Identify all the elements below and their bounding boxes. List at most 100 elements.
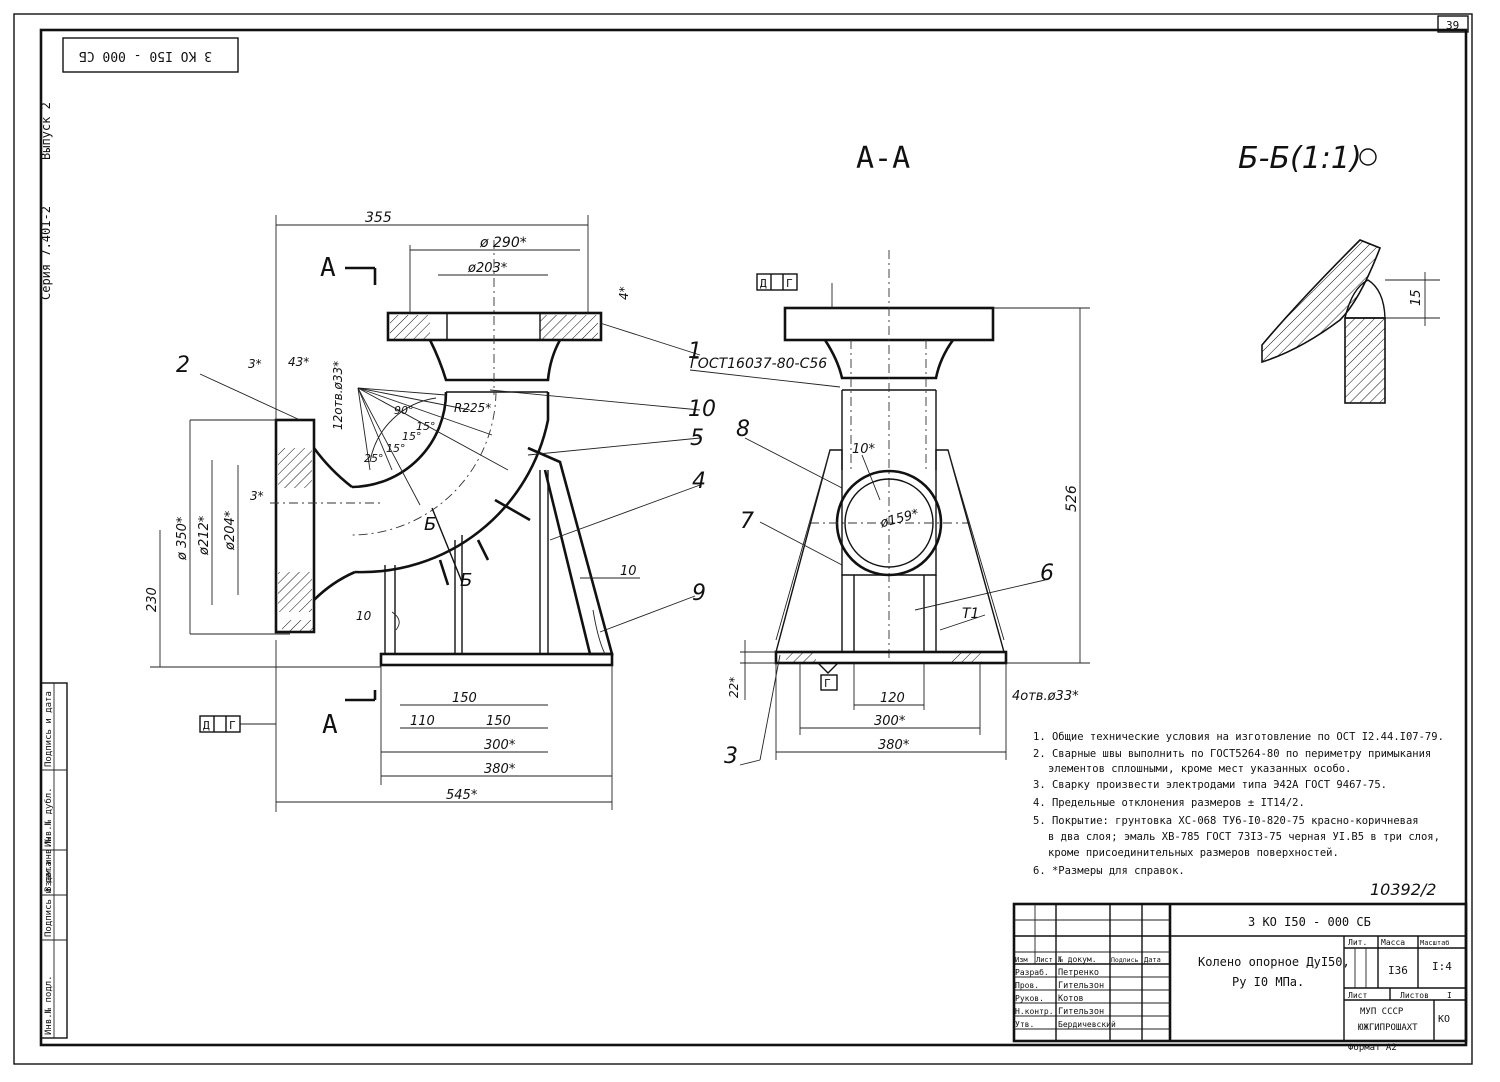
tb-scale-value: I:4 — [1432, 960, 1452, 973]
front-base-plate — [379, 652, 614, 667]
tb-sheet-label: Лист — [1348, 991, 1367, 1000]
note-6: 6. *Размеры для справок. — [1033, 865, 1185, 877]
tb-person-5: Бердичевский — [1058, 1020, 1116, 1029]
dim-350: ø 350* — [175, 516, 190, 561]
inner-frame — [39, 28, 1468, 1047]
tb-mass-label: Масса — [1381, 938, 1405, 947]
tb-header-izm: Изм — [1015, 956, 1028, 964]
strip-label-5: Подпись и дата — [44, 691, 54, 767]
dim-150b: 150 — [486, 714, 511, 729]
callout-10a: 10 — [688, 397, 716, 422]
callout-8: 8 — [736, 417, 750, 442]
note-5: 5. Покрытие: грунтовка ХС-068 ТУ6-I0-820… — [1033, 815, 1419, 827]
dim-212: ø212* — [197, 515, 212, 556]
dim-545: 545* — [446, 788, 478, 803]
callout-7: 7 — [740, 509, 754, 534]
angle-15b: 15° — [402, 430, 422, 443]
svg-text:Г: Г — [229, 719, 236, 732]
tb-role-4: Н.контр. — [1015, 1007, 1054, 1016]
angle-15c: 15° — [416, 420, 436, 433]
issue-label: Выпуск 2 — [39, 102, 53, 160]
side-dim-300: 300* — [874, 714, 906, 729]
callout-6: 6 — [1040, 561, 1054, 586]
gost-weld-label: ГОСТ16037-80-С56 — [690, 356, 827, 372]
side-dim-holes4: 4отв.ø33* — [1012, 689, 1079, 704]
tb-scale-label: Масштаб — [1420, 939, 1450, 947]
dim-4: 4* — [617, 286, 631, 300]
weld-all-around-icon — [1359, 148, 1377, 166]
cut-mark-b2: Б — [460, 570, 472, 591]
technical-notes: 1. Общие технические условия на изготовл… — [1033, 731, 1444, 877]
callout-9: 9 — [692, 581, 706, 606]
dim-204: ø204* — [223, 510, 238, 551]
section-bb-title: Б-Б(1:1) — [1238, 141, 1362, 176]
side-dim-t1: T1 — [962, 606, 979, 622]
tb-header-sign: Подпись — [1111, 956, 1138, 964]
note-2: 2. Сварные швы выполнить по ГОСТ5264-80 … — [1033, 748, 1431, 760]
section-bb-detail — [1261, 239, 1440, 404]
tb-name-1: Колено опорное ДуI50, — [1198, 955, 1350, 969]
note-4: 4. Предельные отклонения размеров ± IT14… — [1033, 797, 1305, 809]
outer-border — [13, 13, 1473, 1065]
title-block — [1012, 902, 1468, 1043]
svg-text:Д: Д — [203, 719, 210, 732]
top-flange — [386, 311, 603, 342]
callout-5: 5 — [690, 426, 704, 451]
side-dim-120: 120 — [880, 691, 905, 706]
note-5b: в два слоя; эмаль ХВ-785 ГОСТ 73I3-75 че… — [1048, 831, 1440, 843]
front-leaders — [199, 322, 701, 633]
tb-header-date: Дата — [1144, 956, 1161, 964]
tb-role-2: Пров. — [1015, 981, 1039, 990]
dim-380: 380* — [484, 762, 516, 777]
side-view — [774, 250, 1008, 665]
cut-mark-top: А — [320, 253, 336, 283]
strip-label-2: Подпись и дата — [44, 861, 54, 937]
cut-mark-b1: Б — [424, 514, 436, 535]
note-1: 1. Общие технические условия на изготовл… — [1033, 731, 1444, 743]
archive-strip: Инв.№ подл. Подпись и дата Взам.инв.№ Ин… — [40, 682, 68, 1039]
svg-text:Г: Г — [824, 677, 831, 690]
datum-frame-front: Д Г — [199, 715, 241, 733]
tb-person-4: Гительзон — [1058, 1007, 1104, 1017]
dim-110: 110 — [410, 714, 435, 729]
dim-10b: 10 — [620, 564, 637, 579]
page-number: 39 — [1446, 19, 1459, 32]
tb-role-5: Утв. — [1015, 1020, 1034, 1029]
tb-name-2: Ру I0 МПа. — [1232, 975, 1304, 989]
note-5c: кроме присоединительных размеров поверхн… — [1048, 847, 1339, 859]
dim-3b: 3* — [250, 489, 264, 503]
dim-300: 300* — [484, 738, 516, 753]
tb-sheets-value: I — [1447, 991, 1452, 1000]
tb-org-short: КО — [1438, 1014, 1450, 1025]
svg-text:Г: Г — [786, 277, 793, 290]
tb-role-3: Руков. — [1015, 994, 1044, 1003]
datum-frame-side-top: Д Г — [756, 273, 798, 291]
tb-sheets-label: Листов — [1400, 991, 1429, 1000]
bb-dim-15: 15 — [1409, 289, 1424, 306]
archive-number: 10392/2 — [1370, 880, 1436, 899]
dim-r225: R225* — [454, 401, 491, 415]
tb-person-1: Петренко — [1058, 968, 1099, 978]
callout-3: 3 — [724, 744, 738, 769]
angle-15a: 15° — [386, 442, 406, 455]
front-dimension-lines — [150, 215, 640, 812]
doc-code-box — [62, 37, 239, 73]
side-dim-380: 380* — [878, 738, 910, 753]
cut-mark-bottom: А — [322, 710, 338, 740]
svg-text:Д: Д — [760, 277, 767, 290]
dim-355: 355 — [365, 210, 392, 226]
tb-role-1: Разраб. — [1015, 967, 1049, 977]
dim-203: ø203* — [467, 261, 508, 276]
tb-org-2: ЮЖГИПРОШАХТ — [1358, 1023, 1418, 1033]
tb-mass-value: I36 — [1388, 964, 1408, 977]
front-view — [270, 240, 614, 702]
note-2b: элементов сплошными, кроме мест указанны… — [1048, 763, 1351, 775]
side-dim-159: ø159* — [878, 507, 921, 532]
tb-code: 3 КО I50 - 000 СБ — [1248, 915, 1371, 929]
angle-90: 90° — [394, 404, 414, 417]
angle-25: 25° — [364, 452, 384, 465]
callout-2: 2 — [176, 353, 190, 378]
dim-150a: 150 — [452, 691, 477, 706]
dim-12holes: 12отв.ø33* — [331, 361, 345, 430]
